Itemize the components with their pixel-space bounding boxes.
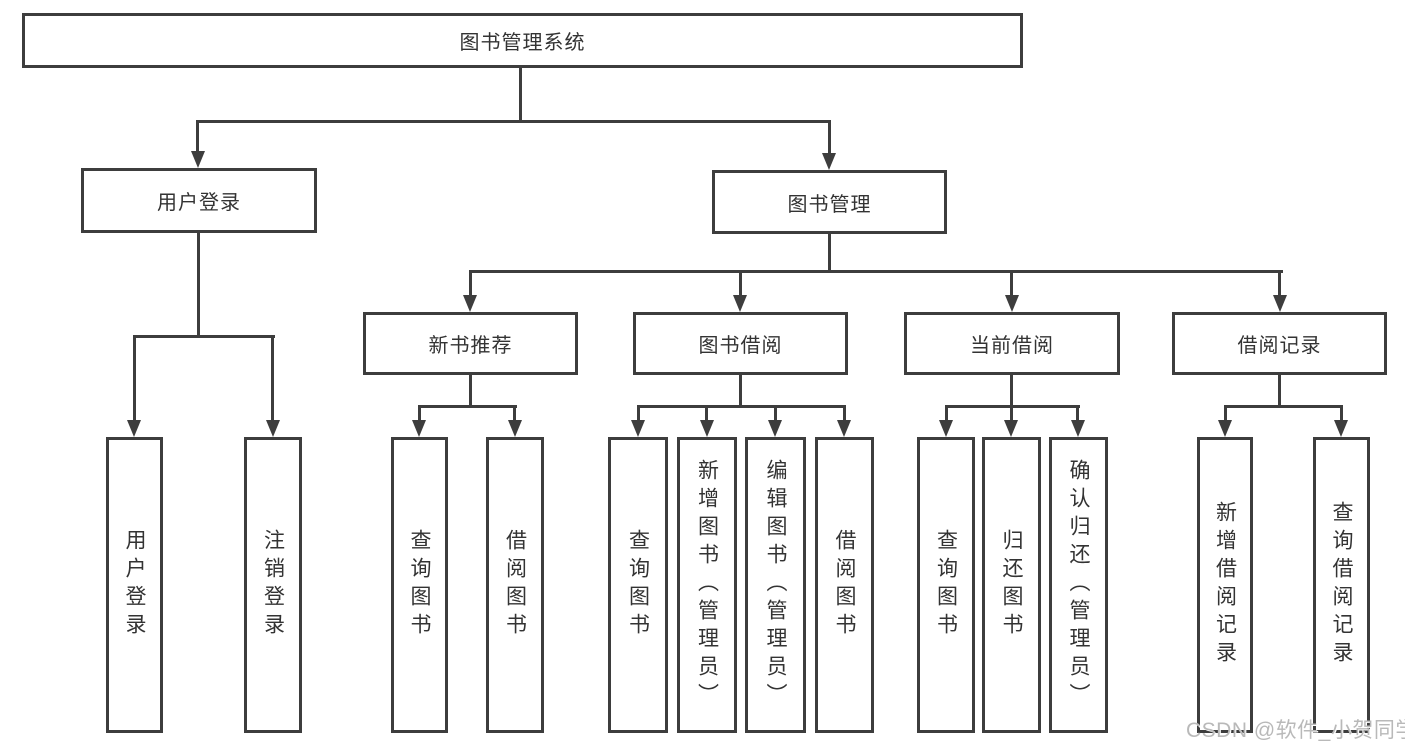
leaf-add-book-admin: 新增图书（管理员）	[677, 437, 737, 733]
leaf-label: 新增图书（管理员）	[695, 459, 719, 711]
connector-line	[739, 375, 742, 405]
leaf-label: 查询图书	[934, 529, 958, 641]
node-borrow-record: 借阅记录	[1172, 312, 1387, 375]
connector-line	[133, 335, 275, 338]
leaf-query-books-2: 查询图书	[608, 437, 668, 733]
connector-line	[1076, 405, 1079, 420]
leaf-label: 借阅图书	[503, 529, 527, 641]
connector-line	[469, 270, 1283, 273]
leaf-label: 注销登录	[261, 529, 285, 641]
leaf-borrow-books-1: 借阅图书	[486, 437, 544, 733]
leaf-label: 借阅图书	[833, 529, 856, 641]
leaf-edit-book-admin: 编辑图书（管理员）	[745, 437, 806, 733]
leaf-user-login: 用户登录	[106, 437, 163, 733]
connector-line	[418, 405, 517, 408]
arrow-down-icon	[508, 420, 522, 437]
leaf-label: 查询图书	[408, 529, 431, 641]
connector-line	[774, 405, 777, 420]
connector-line	[1010, 405, 1013, 420]
connector-line	[196, 120, 831, 123]
arrow-down-icon	[1273, 295, 1287, 312]
arrow-down-icon	[412, 420, 426, 437]
arrow-down-icon	[1218, 420, 1232, 437]
connector-line	[1224, 405, 1227, 420]
connector-line	[197, 233, 200, 335]
connector-line	[1340, 405, 1343, 420]
leaf-confirm-return-admin: 确认归还（管理员）	[1049, 437, 1108, 733]
leaf-borrow-books-2: 借阅图书	[815, 437, 874, 733]
leaf-label: 确认归还（管理员）	[1067, 459, 1090, 711]
connector-line	[1010, 375, 1013, 405]
arrow-down-icon	[1334, 420, 1348, 437]
leaf-label: 新增借阅记录	[1213, 501, 1237, 669]
connector-line	[513, 405, 516, 420]
leaf-label: 用户登录	[123, 529, 146, 641]
connector-line	[739, 270, 742, 295]
arrow-down-icon	[1004, 420, 1018, 437]
leaf-logout: 注销登录	[244, 437, 302, 733]
node-new-book-recommend: 新书推荐	[363, 312, 578, 375]
leaf-label: 查询借阅记录	[1330, 501, 1353, 669]
arrow-down-icon	[733, 295, 747, 312]
connector-line	[1224, 405, 1343, 408]
leaf-label: 编辑图书（管理员）	[764, 459, 787, 711]
arrow-down-icon	[631, 420, 645, 437]
arrow-down-icon	[463, 295, 477, 312]
arrow-down-icon	[191, 151, 205, 168]
connector-line	[1278, 270, 1281, 295]
node-user-login: 用户登录	[81, 168, 317, 233]
connector-line	[469, 375, 472, 405]
arrow-down-icon	[127, 420, 141, 437]
arrow-down-icon	[1005, 295, 1019, 312]
leaf-label: 归还图书	[1000, 529, 1023, 641]
connector-line	[637, 405, 846, 408]
leaf-add-borrow-record: 新增借阅记录	[1197, 437, 1253, 733]
node-book-management: 图书管理	[712, 170, 947, 234]
arrow-down-icon	[768, 420, 782, 437]
arrow-down-icon	[266, 420, 280, 437]
leaf-label: 查询图书	[626, 529, 650, 641]
connector-line	[828, 234, 831, 270]
leaf-return-book: 归还图书	[982, 437, 1041, 733]
connector-line	[705, 405, 708, 420]
connector-line	[1278, 375, 1281, 405]
arrow-down-icon	[700, 420, 714, 437]
leaf-query-books-3: 查询图书	[917, 437, 975, 733]
connector-line	[271, 335, 274, 420]
leaf-query-borrow-record: 查询借阅记录	[1313, 437, 1370, 733]
connector-line	[418, 405, 421, 420]
connector-line	[843, 405, 846, 420]
arrow-down-icon	[939, 420, 953, 437]
connector-line	[637, 405, 640, 420]
node-book-management-system: 图书管理系统	[22, 13, 1023, 68]
connector-line	[133, 335, 136, 420]
csdn-watermark: CSDN @软件_小贺同学	[1186, 719, 1405, 742]
arrow-down-icon	[822, 153, 836, 170]
node-book-borrow: 图书借阅	[633, 312, 848, 375]
connector-line	[469, 270, 472, 295]
connector-line	[945, 405, 948, 420]
node-current-borrow: 当前借阅	[904, 312, 1120, 375]
connector-line	[828, 120, 831, 153]
connector-line	[196, 120, 199, 151]
arrow-down-icon	[1071, 420, 1085, 437]
connector-line	[519, 68, 522, 120]
connector-line	[1010, 270, 1013, 295]
arrow-down-icon	[837, 420, 851, 437]
leaf-query-books-1: 查询图书	[391, 437, 448, 733]
